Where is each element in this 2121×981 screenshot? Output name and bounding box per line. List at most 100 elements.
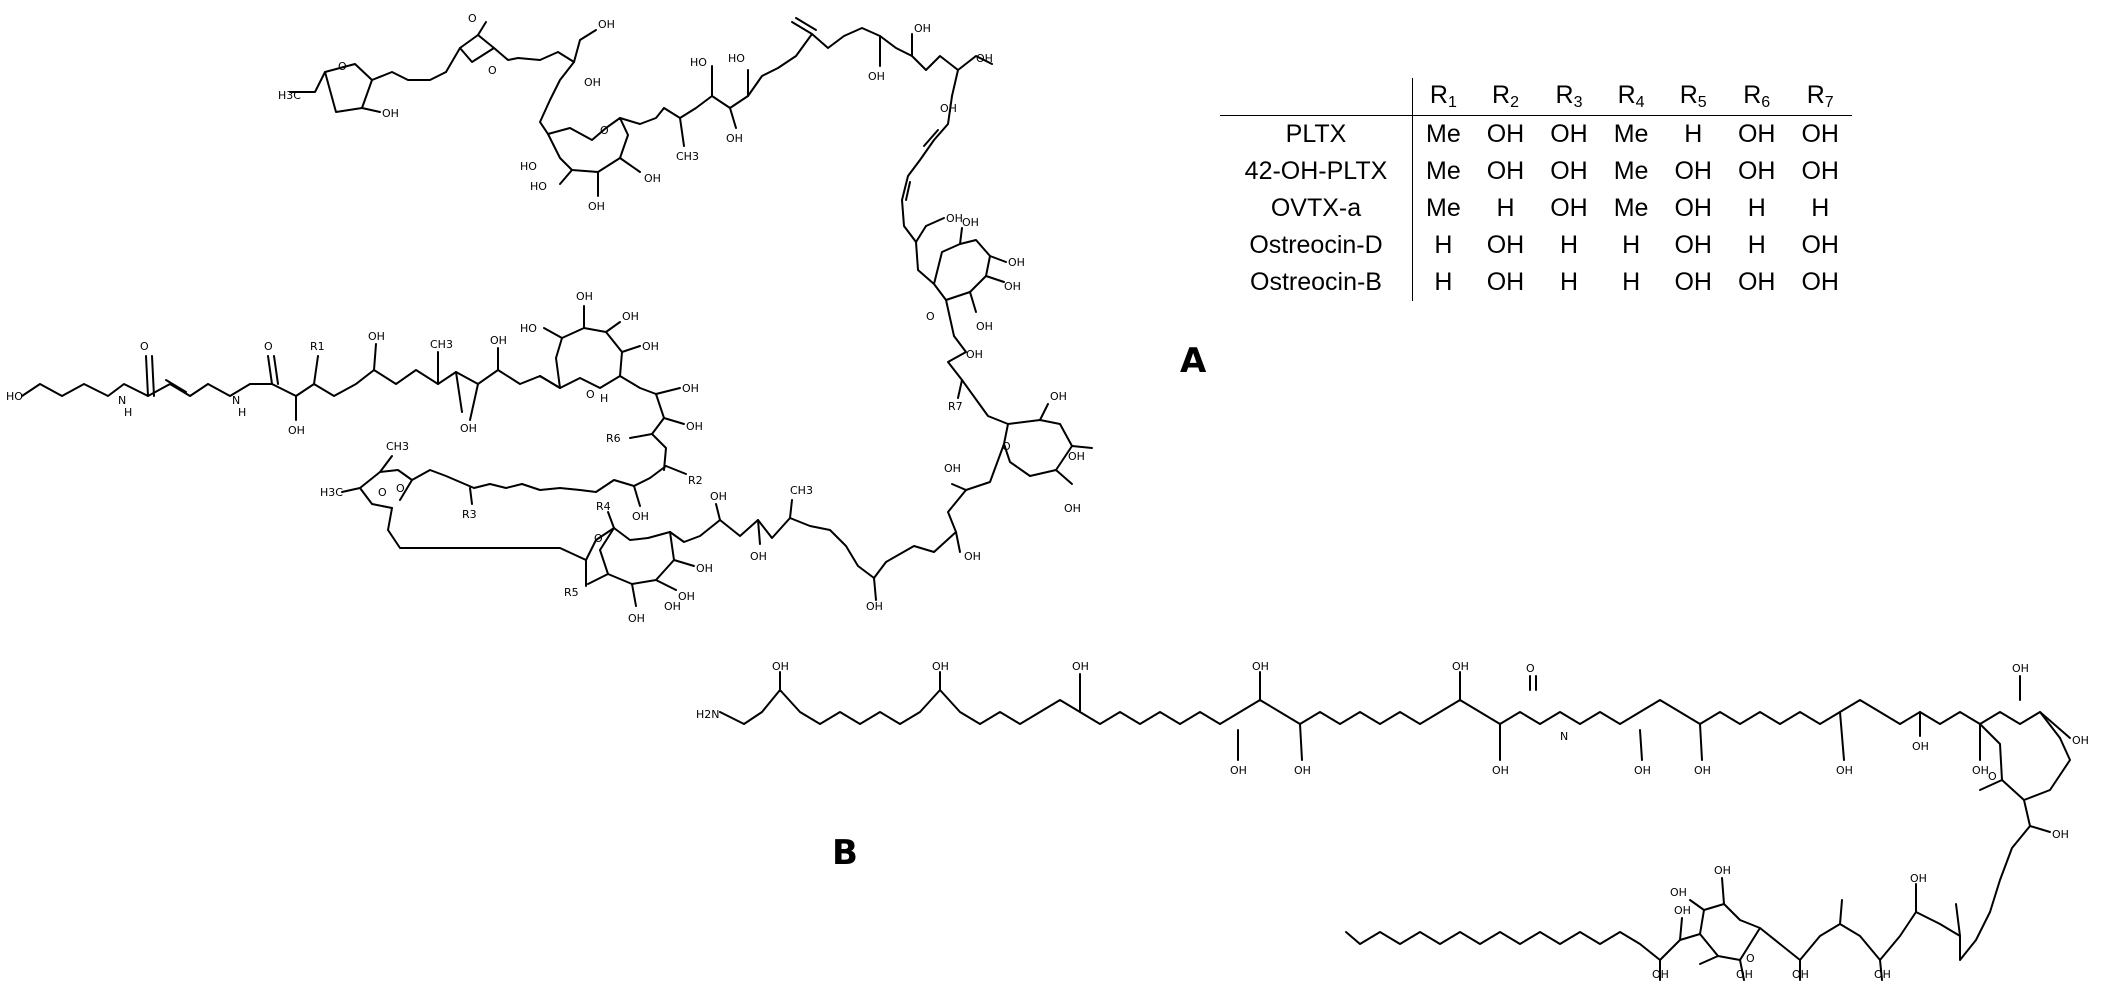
- table-cell: OH: [1550, 194, 1588, 222]
- table-cell: OH: [1486, 120, 1525, 148]
- oh-label-b12: OH: [1912, 740, 1929, 753]
- o-label-b3: O: [1746, 952, 1755, 965]
- oh-label-b22: OH: [1736, 968, 1753, 981]
- structure-b-ostreocin: H2N OH OH OH OH OH OH OH OH O N OH OH OH…: [696, 660, 2089, 981]
- oh-label-a20: OH: [944, 462, 961, 475]
- oh-label-b7: OH: [1452, 660, 1469, 673]
- table-cell: Me: [1613, 194, 1649, 222]
- oh-label-a34: OH: [576, 290, 593, 303]
- oh-label-b15: OH: [2072, 734, 2089, 747]
- oh-label-b4: OH: [1252, 660, 1269, 673]
- ho-label-a1: HO: [530, 180, 547, 193]
- oh-label-b9: OH: [1634, 764, 1651, 777]
- oh-label-b16: OH: [2052, 828, 2069, 841]
- table-cell: H: [1622, 231, 1641, 259]
- h-label-a2: H: [238, 406, 246, 419]
- h-label-a1: H: [124, 406, 132, 419]
- oh-label-a13: OH: [1008, 256, 1025, 269]
- oh-label-b3: OH: [1072, 660, 1089, 673]
- structure-b-ring-upper-right: O OH OH OH: [1779, 723, 2071, 981]
- table-cell: OH: [1674, 268, 1712, 296]
- oh-label-b8: OH: [1492, 764, 1509, 777]
- table-cell: OH: [1737, 157, 1776, 185]
- row-name-cell: 42-OH-PLTX: [1220, 153, 1413, 190]
- structure-a-chain-top: CH3 HO OH HO OH OH OH OH: [663, 17, 993, 163]
- o-label-a4: O: [600, 124, 609, 137]
- oh-label-a33: OH: [490, 334, 507, 347]
- table-cell: OH: [1486, 231, 1525, 259]
- oh-label-b20: OH: [1670, 886, 1687, 899]
- table-cell: H: [1747, 231, 1766, 259]
- o-label-a2: O: [468, 12, 477, 25]
- table-cell: H: [1434, 231, 1453, 259]
- column-header-r7: R7: [1788, 78, 1852, 116]
- ho-label-a2: HO: [520, 160, 537, 173]
- column-header-r5: R5: [1661, 78, 1725, 116]
- r6-label: R6: [606, 432, 621, 445]
- oh-label-a8: OH: [914, 22, 931, 35]
- oh-label-b23: OH: [1652, 968, 1669, 981]
- oh-label-b18: OH: [1874, 968, 1891, 981]
- structure-a-amide-chain: HO N H O N H O OH R1 OH CH3 OH OH: [6, 330, 561, 437]
- oh-label-a10: OH: [976, 52, 993, 65]
- oh-label-a1: OH: [382, 107, 399, 120]
- oh-label-a9: OH: [940, 102, 957, 115]
- oh-label-a6: OH: [726, 132, 743, 145]
- table-cell: H: [1684, 120, 1703, 148]
- h2n-label-b: H2N: [696, 708, 720, 721]
- n-label-a1: N: [118, 394, 126, 407]
- table-cell: OH: [1550, 157, 1588, 185]
- o-label-a11: O: [264, 340, 273, 353]
- h-label-a3: H: [600, 392, 608, 405]
- structure-a-pyranose-upper: O HO OH OH HO: [520, 61, 665, 213]
- oh-label-a5: OH: [644, 172, 661, 185]
- column-header-r1: R1: [1412, 78, 1474, 116]
- row-name-cell: OVTX-a: [1220, 190, 1413, 227]
- oh-label-a7: OH: [868, 70, 885, 83]
- table-cell: H: [1559, 231, 1579, 259]
- oh-label-b13: OH: [1972, 764, 1989, 777]
- h3c-label-a1: H3C: [278, 89, 301, 102]
- oh-label-b10: OH: [1694, 764, 1711, 777]
- oh-label-a3: OH: [584, 76, 601, 89]
- structure-a-bicyclic-ketal-top: O O OH OH: [445, 12, 615, 89]
- r3-label: R3: [462, 508, 477, 521]
- table-cell: OH: [1737, 120, 1776, 148]
- column-header-r4: R4: [1600, 78, 1662, 116]
- table-cell: OH: [1486, 268, 1525, 296]
- oh-label-a15: OH: [976, 320, 993, 333]
- oh-label-b17: OH: [1910, 872, 1927, 885]
- table-cell: OH: [1737, 268, 1776, 296]
- table-cell: OH: [1674, 194, 1712, 222]
- table-cell: Me: [1613, 120, 1649, 148]
- column-header-r6: R6: [1724, 78, 1789, 116]
- r2-label: R2: [688, 474, 703, 487]
- oh-label-a21: OH: [964, 550, 981, 563]
- structure-a-pyranose-left: O H HO OH OH OH OH OH R6: [520, 290, 703, 471]
- panel-label-a: A: [1180, 341, 1207, 381]
- oh-label-a27: OH: [696, 562, 713, 575]
- table-cell: OH: [1674, 157, 1712, 185]
- row-name-cell: Ostreocin-D: [1220, 227, 1413, 264]
- oh-label-a25: OH: [628, 612, 645, 625]
- table-cell: H: [1747, 194, 1766, 222]
- table-cell: OH: [1801, 120, 1839, 148]
- structure-a-palytoxin: H3C O OH O O OH OH O HO OH OH HO: [6, 12, 1207, 625]
- oh-label-b2: OH: [932, 660, 949, 673]
- table-cell: OH: [1801, 268, 1839, 296]
- o-label-a6: O: [1002, 440, 1011, 453]
- table-cell: OH: [1674, 231, 1712, 259]
- o-label-a12: O: [586, 388, 595, 401]
- structure-b-ring-lower: OH OH O OH OH OH OH: [1345, 864, 1809, 981]
- o-label-a1: O: [338, 60, 347, 73]
- oh-label-a26: OH: [678, 590, 695, 603]
- oh-label-b24: OH: [1792, 968, 1809, 981]
- oh-label-b5: OH: [1230, 764, 1247, 777]
- r4-label: R4: [596, 500, 611, 513]
- ho-label-a4: HO: [728, 52, 745, 65]
- oh-label-b6: OH: [1294, 764, 1311, 777]
